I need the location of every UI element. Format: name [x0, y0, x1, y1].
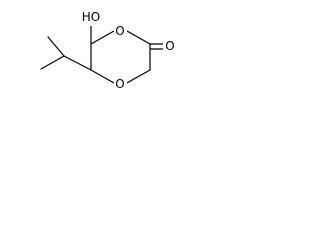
bond-o2-c3 — [126, 30, 151, 45]
hydroxyl-label: HO — [82, 10, 100, 24]
chemical-structure: HO O O O — [40, 10, 177, 91]
carbonyl-oxygen-label: O — [165, 39, 174, 53]
ring-oxygen-top-label: O — [115, 24, 124, 38]
bond-c4-o5 — [126, 69, 151, 84]
ring-oxygen-bottom-label: O — [115, 77, 124, 91]
bond-ch-me1 — [47, 36, 65, 57]
ring-oxygen-top-group: O — [114, 23, 127, 38]
bond-c1-o2 — [90, 30, 115, 45]
bond-o5-c6 — [90, 69, 115, 84]
bond-ch-me2 — [40, 55, 65, 70]
bond-c6-ch — [63, 55, 92, 71]
hydroxyl-label-group: HO — [79, 10, 103, 26]
carbonyl-oxygen-group: O — [163, 39, 177, 54]
ring-oxygen-bottom-group: O — [114, 76, 127, 91]
